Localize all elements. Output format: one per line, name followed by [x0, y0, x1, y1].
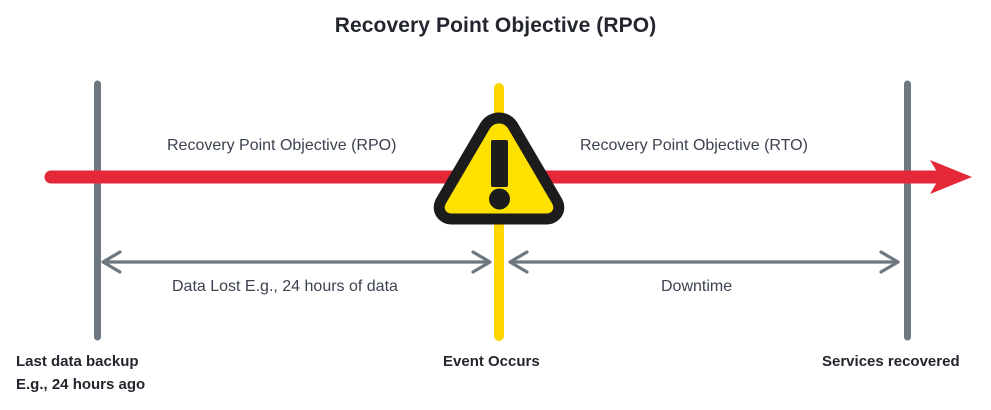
marker-label-services-recovered-line1: Services recovered: [822, 353, 960, 370]
marker-label-last-backup-line2: E.g., 24 hours ago: [16, 376, 146, 393]
page-title: Recovery Point Objective (RPO): [334, 14, 657, 37]
span-arrow-data-lost: [101, 250, 492, 274]
span-label-downtime: Downtime: [661, 278, 733, 295]
span-arrow-downtime: [508, 250, 900, 274]
warning-triangle-icon: [433, 112, 565, 225]
marker-label-last-backup-line1: Last data backup: [16, 353, 139, 370]
marker-label-event-occurs-line1: Event Occurs: [443, 353, 540, 370]
marker-label-services-recovered: Services recovered: [822, 350, 960, 373]
phase-label-rpo: Recovery Point Objective (RPO): [167, 137, 397, 154]
phase-label-rto: Recovery Point Objective (RTO): [580, 137, 808, 154]
marker-label-event-occurs: Event Occurs: [443, 350, 540, 373]
span-label-data-lost: Data Lost E.g., 24 hours of data: [172, 278, 398, 295]
marker-label-last-backup: Last data backup E.g., 24 hours ago: [16, 350, 145, 396]
